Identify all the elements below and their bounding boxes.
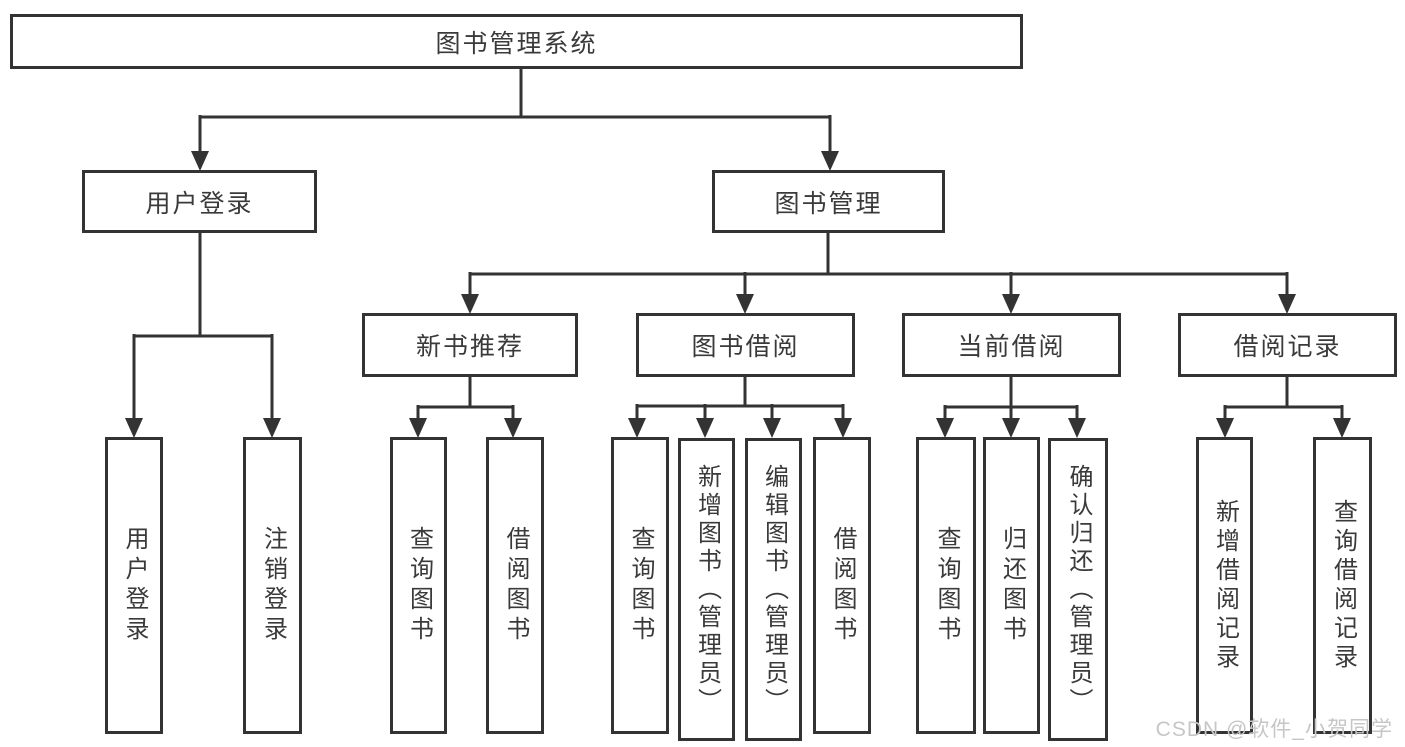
node-label: 新书推荐 bbox=[415, 333, 524, 361]
node-label: 新增图书（管理员） bbox=[693, 463, 721, 716]
node-current-borrow: 当前借阅 bbox=[902, 313, 1121, 377]
leaf-add-book-admin: 新增图书（管理员） bbox=[678, 438, 735, 741]
node-label: 借阅图书 bbox=[502, 525, 529, 646]
leaf-query-books-3: 查询图书 bbox=[916, 437, 976, 734]
node-label: 查询图书 bbox=[933, 525, 960, 646]
leaf-logout: 注销登录 bbox=[243, 437, 302, 734]
node-label: 注销登录 bbox=[259, 525, 287, 646]
leaf-user-login: 用户登录 bbox=[105, 437, 163, 734]
node-root-system: 图书管理系统 bbox=[10, 14, 1023, 69]
node-book-borrow: 图书借阅 bbox=[636, 313, 855, 377]
node-label: 编辑图书（管理员） bbox=[760, 463, 788, 716]
leaf-edit-book-admin: 编辑图书（管理员） bbox=[745, 438, 802, 741]
leaf-query-borrow-record: 查询借阅记录 bbox=[1313, 437, 1372, 734]
node-book-management: 图书管理 bbox=[712, 170, 945, 233]
node-label: 确认归还（管理员） bbox=[1065, 463, 1092, 716]
node-label: 用户登录 bbox=[121, 525, 148, 646]
node-label: 查询图书 bbox=[405, 525, 433, 646]
node-borrow-records: 借阅记录 bbox=[1178, 313, 1397, 377]
leaf-borrow-books-1: 借阅图书 bbox=[486, 437, 544, 734]
leaf-confirm-return-admin: 确认归还（管理员） bbox=[1048, 438, 1108, 741]
node-label: 查询图书 bbox=[627, 525, 654, 646]
node-label: 图书管理 bbox=[774, 189, 883, 218]
csdn-watermark: CSDN @软件_小贺同学 bbox=[1155, 718, 1393, 741]
node-label: 当前借阅 bbox=[957, 333, 1066, 361]
leaf-query-books-1: 查询图书 bbox=[390, 437, 447, 734]
node-label: 图书借阅 bbox=[691, 333, 800, 361]
leaf-return-book: 归还图书 bbox=[983, 437, 1040, 734]
leaf-query-books-2: 查询图书 bbox=[611, 437, 669, 734]
node-label: 用户登录 bbox=[145, 189, 254, 218]
node-label: 借阅记录 bbox=[1233, 333, 1342, 361]
node-user-login: 用户登录 bbox=[82, 170, 317, 233]
node-label: 归还图书 bbox=[998, 525, 1026, 646]
node-label: 新增借阅记录 bbox=[1211, 498, 1239, 673]
node-label: 借阅图书 bbox=[829, 525, 856, 646]
leaf-add-borrow-record: 新增借阅记录 bbox=[1196, 437, 1253, 734]
node-label: 图书管理系统 bbox=[435, 29, 598, 58]
node-label: 查询借阅记录 bbox=[1329, 498, 1357, 673]
leaf-borrow-books-2: 借阅图书 bbox=[813, 437, 871, 734]
node-new-book-recommend: 新书推荐 bbox=[362, 313, 578, 377]
